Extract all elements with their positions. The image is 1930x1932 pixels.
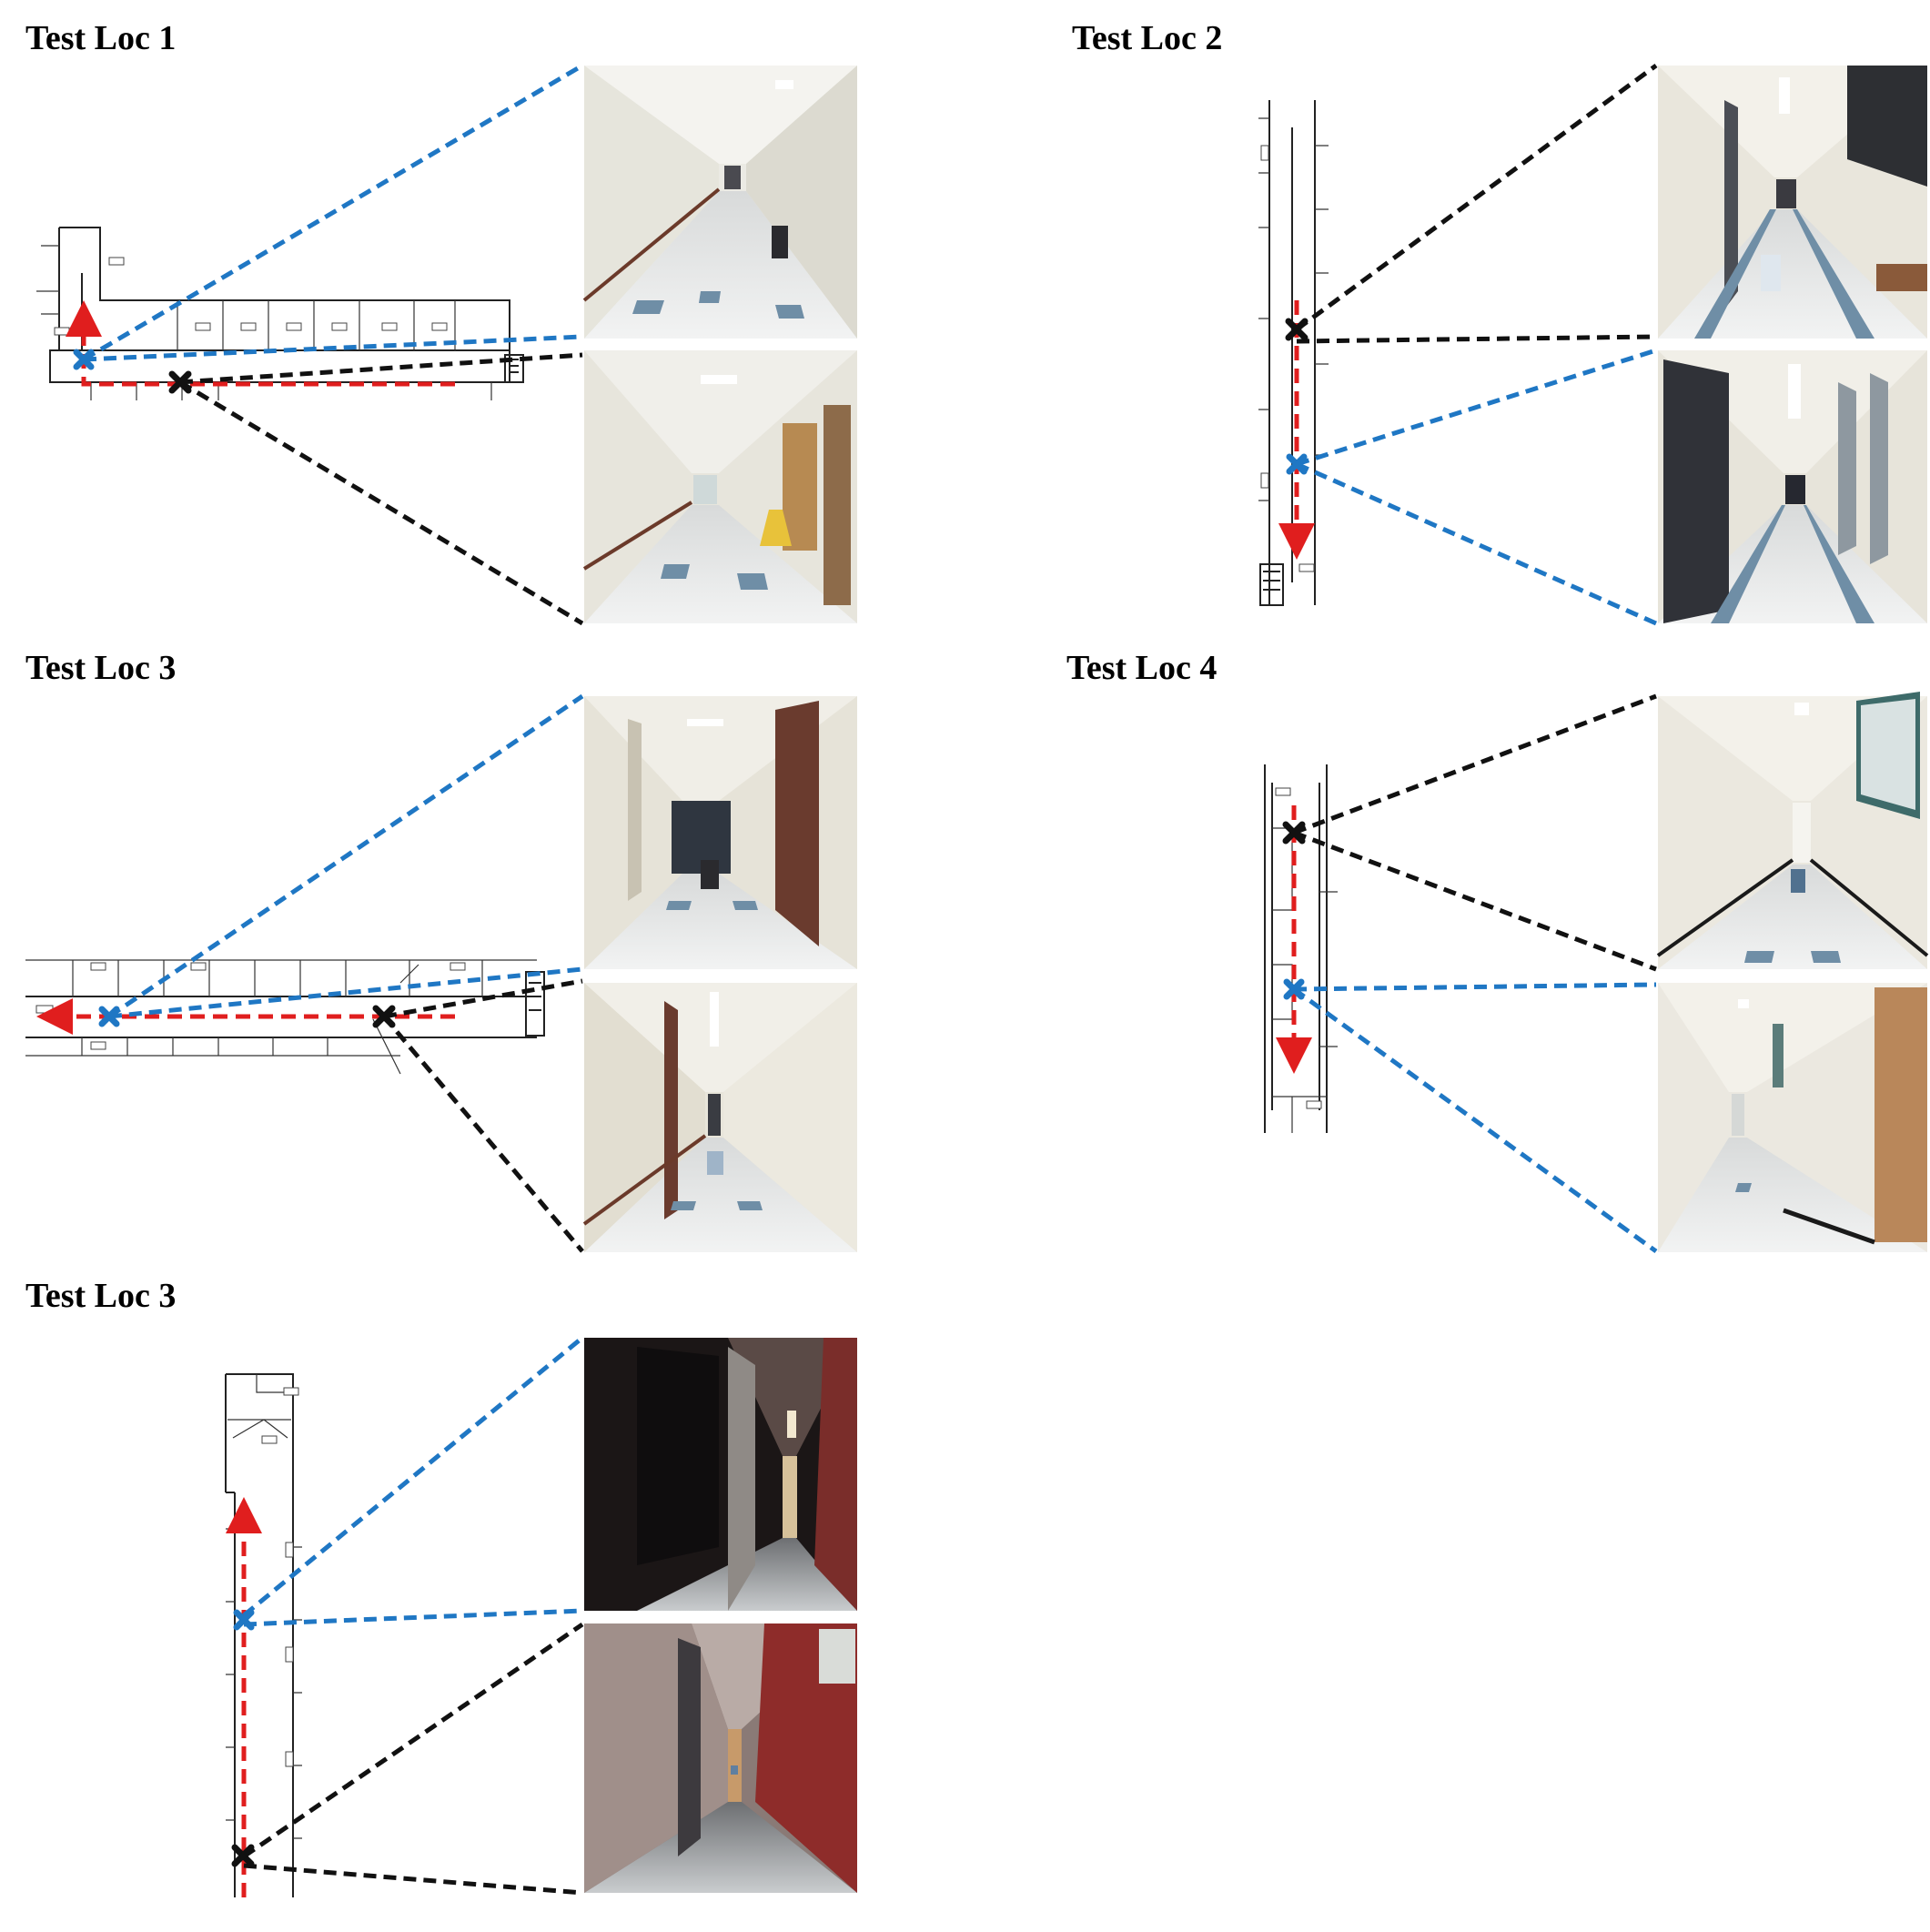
leader-line-black-2 [1295, 63, 1658, 344]
corridor-photo-4b [1658, 983, 1927, 1252]
start-marker-3 [98, 1006, 120, 1027]
floor-plan-4 [1264, 764, 1338, 1133]
corridor-photo-3a [584, 696, 857, 969]
leader-line-blue-1 [82, 63, 584, 362]
leader-line-blue-2 [1295, 348, 1658, 626]
start-marker-1 [73, 349, 95, 370]
corridor-photo-4a [1656, 692, 1929, 969]
floor-plan-1 [36, 227, 524, 400]
panel-1 [36, 63, 857, 626]
floor-plan-2 [1258, 100, 1329, 606]
corridor-photo-3b [582, 983, 857, 1252]
leader-line-blue-4 [1292, 982, 1658, 1254]
start-marker-4 [1283, 978, 1305, 1000]
end-marker-3 [372, 1005, 396, 1028]
end-marker-4 [1282, 821, 1306, 845]
panel-title-2: Test Loc 2 [1072, 19, 1222, 57]
corridor-photo-5b [584, 1623, 857, 1893]
panel-title-3: Test Loc 3 [25, 649, 176, 687]
panel-5 [225, 1336, 857, 1897]
panel-2 [1258, 63, 1927, 626]
corridor-photo-1a [582, 66, 857, 339]
leader-line-black-3 [382, 978, 584, 1253]
leader-line-black-1 [178, 352, 584, 626]
leader-line-blue-5 [242, 1336, 584, 1627]
corridor-photo-1b [582, 350, 857, 623]
panel-title-1: Test Loc 1 [25, 19, 176, 57]
corridor-photo-2a [1658, 66, 1927, 339]
route-line-1 [66, 300, 455, 387]
start-marker-2 [1286, 453, 1308, 475]
leader-line-blue-3 [107, 693, 584, 1019]
leader-line-black-4 [1293, 693, 1657, 972]
end-marker-1 [168, 370, 192, 394]
leader-line-black-5 [242, 1622, 584, 1896]
panel-3 [25, 693, 857, 1253]
corridor-photo-2b [1658, 350, 1927, 623]
floor-plan-5 [225, 1373, 302, 1897]
end-marker-5 [231, 1844, 255, 1867]
floor-plan-3 [25, 959, 545, 1075]
panel-4 [1264, 692, 1929, 1254]
start-marker-5 [233, 1609, 255, 1631]
corridor-photo-5a [584, 1338, 857, 1611]
end-marker-2 [1285, 318, 1309, 341]
panel-title-4: Test Loc 4 [1066, 649, 1217, 687]
panel-title-5: Test Loc 3 [25, 1277, 176, 1315]
